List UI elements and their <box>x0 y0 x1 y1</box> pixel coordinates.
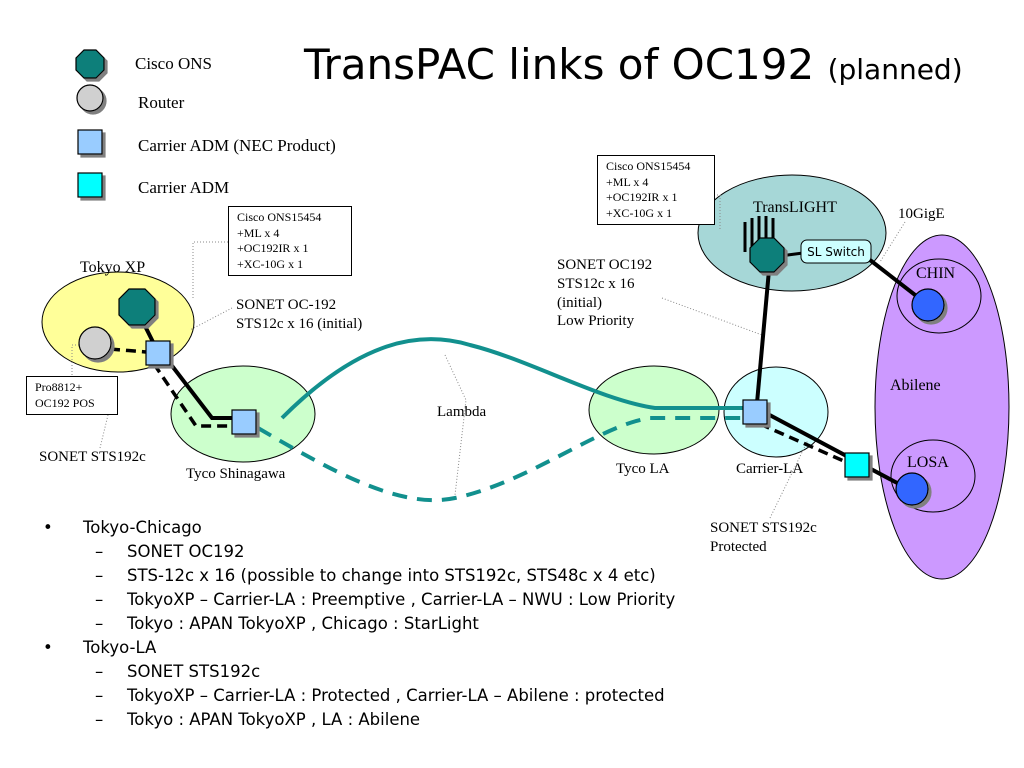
chin-router-icon <box>911 288 945 322</box>
lambda-link-solid <box>280 337 745 420</box>
spec-line: Cisco ONS15454 <box>606 159 691 173</box>
translight-cisco-ons-icon <box>749 237 785 273</box>
bullet-item: Tokyo-Chicago <box>40 516 675 540</box>
tokyo-xp-site <box>41 271 195 373</box>
sonet-sts192c-protected-label: SONET STS192c Protected <box>710 519 817 557</box>
callout-line-ons-tokyo <box>192 241 228 300</box>
ons-tokyo-spec-box: Cisco ONS15454 +ML x 4 +OC192IR x 1 +XC-… <box>228 206 352 277</box>
losa-label: LOSA <box>907 454 949 471</box>
tokyo-xp-label: Tokyo XP <box>80 259 146 276</box>
sonet-sts192c-left-label: SONET STS192c <box>39 449 146 465</box>
lambda-label: Lambda <box>437 404 487 420</box>
bullet-list: Tokyo-Chicago SONET OC192 STS-12c x 16 (… <box>40 516 675 732</box>
label-line: Low Priority <box>557 313 635 330</box>
tokyo-cisco-ons-icon <box>118 288 156 326</box>
ons-translight-spec-box: Cisco ONS15454 +ML x 4 +OC192IR x 1 +XC-… <box>597 155 715 226</box>
label-line: SONET STS192c <box>710 520 817 536</box>
tokyo-router-icon <box>78 326 112 360</box>
lambda-link-dashed <box>256 416 745 503</box>
carrier-la-site <box>723 366 829 458</box>
callout-line-sonet-la <box>661 297 763 336</box>
bullet-subitem: SONET STS192c <box>40 660 675 684</box>
translight-label: TransLIGHT <box>753 199 837 216</box>
link-tokyo-to-shinagawa-dashed <box>152 363 236 428</box>
label-line: SONET OC-192 <box>236 297 337 313</box>
spec-line: Pro8812+ <box>35 380 83 394</box>
10gige-label: 10GigE <box>898 206 945 222</box>
legend-carrier-adm-nec-icon <box>77 129 103 155</box>
sonet-oc192-la-label: SONET OC192 STS12c x 16 (initial) Low Pr… <box>557 256 652 331</box>
page-title-main: TransPAC links of OC192 <box>304 40 815 89</box>
legend-router-icon <box>76 84 104 112</box>
bullet-subitem: STS-12c x 16 (possible to change into ST… <box>40 564 675 588</box>
callout-line-10gige <box>879 221 906 263</box>
bullet-subitem: SONET OC192 <box>40 540 675 564</box>
spec-line: +XC-10G x 1 <box>237 256 304 271</box>
bullet-item: Tokyo-LA <box>40 636 675 660</box>
chin-label: CHIN <box>916 265 956 282</box>
spec-line: +OC192IR x 1 <box>606 190 678 205</box>
sonet-oc192-tokyo-label: SONET OC-192 STS12c x 16 (initial) <box>236 296 362 334</box>
carrier-la-label: Carrier-LA <box>736 461 804 477</box>
callout-line-sts192c-left <box>99 414 109 449</box>
page-title: TransPAC links of OC192 (planned) <box>304 40 963 89</box>
legend-cisco-ons-icon <box>75 49 105 79</box>
tyco-shinagawa-label: Tyco Shinagawa <box>186 466 286 482</box>
legend-carrier-adm-icon <box>77 172 103 198</box>
abilene-label: Abilene <box>890 377 941 394</box>
link-router-to-adm-tokyo <box>109 347 147 354</box>
callout-line-sonet-tokyo <box>189 307 233 331</box>
legend-label-carrier-adm-nec: Carrier ADM (NEC Product) <box>138 136 336 155</box>
legend-label-router: Router <box>138 93 185 112</box>
bullet-subitem: TokyoXP – Carrier-LA : Preemptive , Carr… <box>40 588 675 612</box>
label-line: Protected <box>710 538 767 555</box>
link-tokyo-to-shinagawa-solid <box>164 356 236 420</box>
spec-line: +ML x 4 <box>237 225 280 240</box>
spec-line: Cisco ONS15454 <box>237 210 322 224</box>
spec-line: OC192 POS <box>35 395 95 410</box>
spec-line: +ML x 4 <box>606 174 649 189</box>
legend-label-cisco-ons: Cisco ONS <box>135 54 212 73</box>
losa-router-icon <box>895 472 929 506</box>
pro8812-spec-box: Pro8812+ OC192 POS <box>26 376 118 416</box>
spec-line: +XC-10G x 1 <box>606 205 673 220</box>
label-line: SONET OC192 <box>557 257 653 273</box>
bullet-subitem: Tokyo : APAN TokyoXP , Chicago : StarLig… <box>40 612 675 636</box>
bullet-subitem: Tokyo : APAN TokyoXP , LA : Abilene <box>40 708 675 732</box>
link-carrier-la-to-losa-solid <box>763 410 915 494</box>
sl-switch-label: SL Switch <box>807 245 865 259</box>
page-title-suffix: (planned) <box>827 53 963 86</box>
link-carrier-la-to-losa-dashed <box>759 422 856 468</box>
label-line: STS12c x 16 <box>557 275 635 292</box>
sl-switch-box <box>800 239 872 264</box>
abilene-carrier-adm-icon <box>844 452 870 478</box>
legend-label-carrier-adm: Carrier ADM <box>138 178 230 197</box>
link-carrier-la-to-translight <box>755 269 771 404</box>
label-line: (initial) <box>557 294 602 311</box>
carrier-la-adm-icon <box>742 399 768 425</box>
label-line: STS12c x 16 (initial) <box>236 315 363 332</box>
bullet-subitem: TokyoXP – Carrier-LA : Protected , Carri… <box>40 684 675 708</box>
shinagawa-carrier-adm-icon <box>231 409 257 435</box>
spec-line: +OC192IR x 1 <box>237 241 309 256</box>
tyco-la-label: Tyco LA <box>616 461 670 477</box>
tokyo-carrier-adm-icon <box>145 340 171 366</box>
callout-line-protected <box>769 439 809 519</box>
callout-line-lambda <box>444 354 467 496</box>
translight-site <box>697 174 887 292</box>
